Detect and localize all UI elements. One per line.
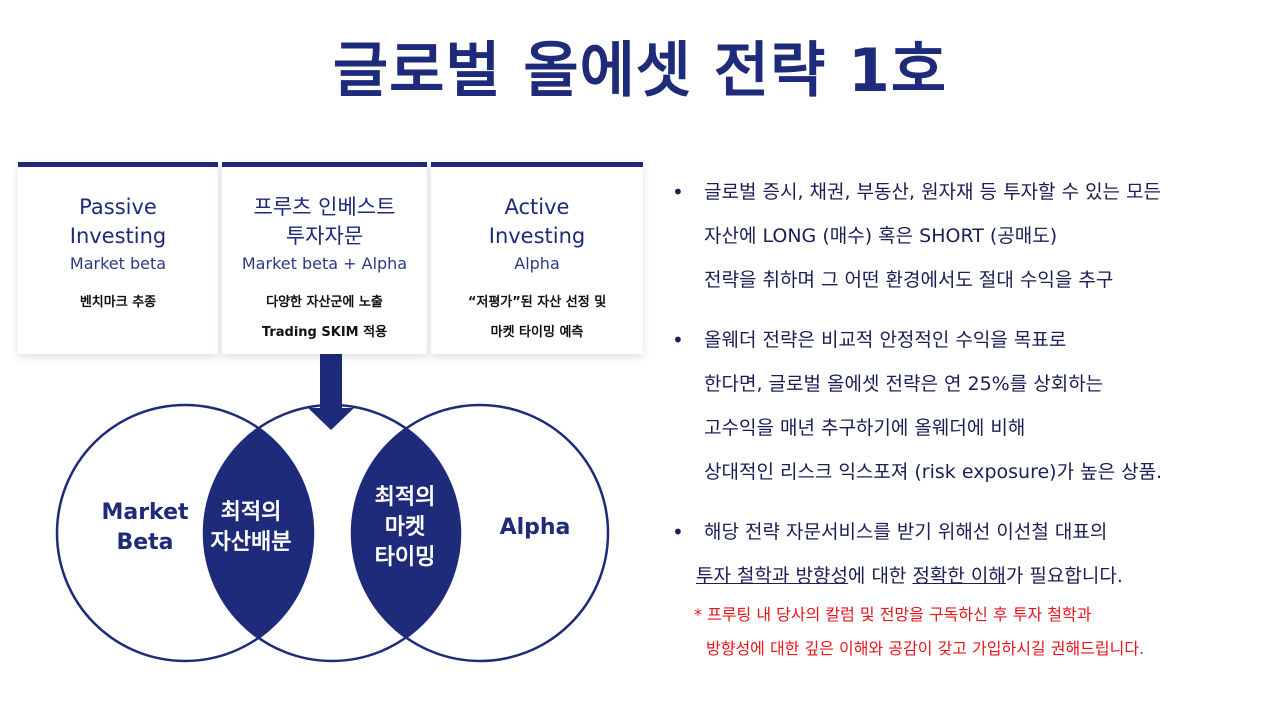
- card-subtitle: Market beta: [69, 254, 167, 273]
- venn-label-alpha: Alpha: [499, 515, 571, 540]
- circle-market-beta: [55, 403, 315, 663]
- bullet-icon: •: [672, 328, 684, 352]
- underlined-text: 투자 철학과 방향성: [696, 565, 848, 587]
- card-fruits-invest: 프루츠 인베스트 투자자문 Market beta + Alpha 다양한 자산…: [222, 162, 427, 354]
- card-subtitle: Alpha: [514, 254, 560, 273]
- page-title: 글로벌 올에셋 전략 1호: [332, 36, 948, 106]
- card-title: 프루츠 인베스트 투자자문: [253, 195, 396, 248]
- card-active-investing: Active Investing Alpha “저평가”된 자산 선정 및 마켓…: [431, 162, 643, 354]
- venn-diagram: [55, 352, 610, 663]
- bullet-line-emphasis: 투자 철학과 방향성에 대한 정확한 이해가 필요합니다.: [696, 565, 1123, 587]
- venn-label-optimal-allocation: 최적의 자산배분: [210, 500, 292, 555]
- bullet-item: • 글로벌 증시, 채권, 부동산, 원자재 등 투자할 수 있는 모든 자산에…: [666, 170, 1266, 302]
- bullet-icon: •: [672, 520, 684, 544]
- bullet-list: • 글로벌 증시, 채권, 부동산, 원자재 등 투자할 수 있는 모든 자산에…: [666, 170, 1266, 666]
- bullet-item: • 올웨더 전략은 비교적 안정적인 수익을 목표로 한다면, 글로벌 올에셋 …: [666, 318, 1266, 494]
- circle-alpha: [350, 403, 610, 663]
- down-arrow-icon: [308, 352, 354, 430]
- venn-label-market-beta: Market Beta: [101, 500, 189, 555]
- bullet-item: • 해당 전략 자문서비스를 받기 위해선 이선철 대표의 투자 철학과 방향성…: [666, 510, 1266, 598]
- card-description: “저평가”된 자산 선정 및 마켓 타이밍 예측: [467, 295, 607, 340]
- card-title: Passive Investing: [69, 195, 167, 248]
- card-description: 다양한 자산군에 노출 Trading SKIM 적용: [261, 295, 388, 340]
- underlined-text: 정확한 이해: [912, 565, 1006, 587]
- card-passive-investing: Passive Investing Market beta 벤치마크 추종: [18, 162, 218, 354]
- overlap-left-lens: [204, 405, 313, 661]
- bullet-icon: •: [672, 180, 684, 204]
- card-subtitle: Market beta + Alpha: [241, 254, 408, 273]
- card-title: Active Investing: [488, 195, 586, 248]
- overlap-right-lens: [352, 405, 460, 661]
- subscription-note: * 프루팅 내 당사의 칼럼 및 전망을 구독하신 후 투자 철학과 방향성에 …: [694, 605, 1145, 658]
- card-description: 벤치마크 추종: [79, 295, 157, 310]
- venn-label-optimal-timing: 최적의 마켓 타이밍: [374, 485, 436, 570]
